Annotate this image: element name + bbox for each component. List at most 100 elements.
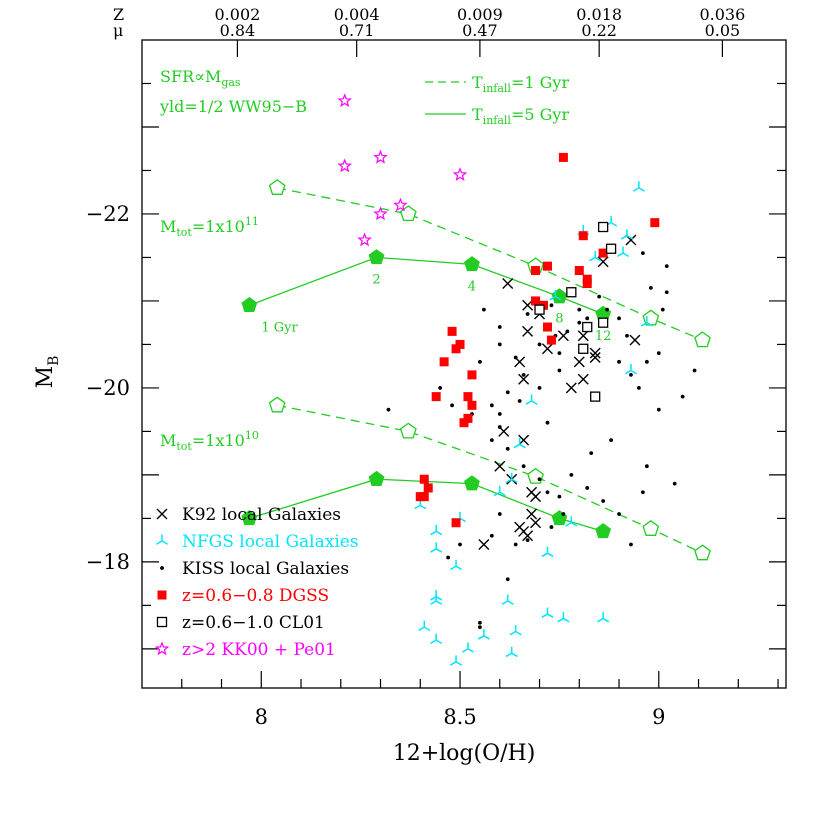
- data-point-dot: [497, 342, 502, 347]
- data-point-dot: [644, 359, 649, 364]
- data-point-dot: [585, 486, 590, 490]
- data-point-cross: [573, 356, 585, 368]
- data-point-tripod: [632, 181, 645, 192]
- text-part: 11: [245, 215, 259, 228]
- text-part: T: [472, 105, 483, 124]
- data-point-filled-square: [531, 265, 541, 275]
- data-point-tripod: [565, 516, 578, 527]
- model-point-dashed: [399, 422, 417, 439]
- data-point-tripod: [505, 646, 518, 658]
- data-point-tripod: [624, 364, 637, 375]
- data-point-dot: [497, 412, 502, 416]
- model-point-solid: [241, 510, 258, 526]
- data-point-cross: [522, 325, 534, 337]
- model-age-label: 12: [595, 329, 612, 344]
- data-point-star: [393, 197, 408, 212]
- mtot11-annotation: Mtot=1x1011: [160, 215, 259, 239]
- data-point-filled-square: [467, 400, 477, 410]
- data-point-dot: [640, 251, 645, 256]
- data-point-cross: [502, 278, 514, 290]
- data-point-tripod: [505, 472, 518, 484]
- legend-label: z=0.6−1.0 CL01: [182, 613, 325, 633]
- plot-frame: [141, 39, 787, 689]
- data-point-tripod: [589, 250, 602, 262]
- top-mu-label: μ: [113, 21, 123, 40]
- data-point-dot: [664, 290, 669, 295]
- x-tick-label: 8: [255, 705, 268, 729]
- data-point-dot: [577, 320, 582, 325]
- data-point-filled-square: [542, 322, 552, 332]
- data-point-cross: [530, 491, 542, 503]
- data-point-dot: [537, 342, 542, 347]
- data-point-dot: [497, 325, 502, 329]
- data-point-dot: [513, 542, 518, 547]
- model-point-solid: [464, 256, 480, 272]
- data-point-dot: [557, 368, 562, 373]
- top-z-value: 0.036: [699, 5, 745, 24]
- data-point-dot: [565, 329, 570, 334]
- data-point-open-square: [582, 321, 593, 333]
- data-point-filled-square: [546, 335, 556, 345]
- sfr-annotation: SFR∝Mgas: [160, 67, 241, 89]
- legend-label: z>2 KK00 + Pe01: [182, 640, 336, 660]
- data-point-dot: [438, 386, 443, 390]
- data-point-star: [373, 149, 388, 164]
- data-point-filled-square: [439, 357, 449, 367]
- data-point-tripod: [541, 607, 554, 618]
- data-point-dot: [585, 316, 590, 321]
- data-point-tripod: [450, 559, 463, 571]
- text-part: =5 Gyr: [511, 105, 569, 124]
- text-part: SFR∝M: [160, 67, 221, 86]
- data-point-dot: [489, 403, 494, 408]
- data-point-dot: [489, 438, 494, 443]
- data-point-dot: [513, 355, 518, 360]
- model-track-dashed: [277, 187, 703, 341]
- text-part: =1x10: [192, 431, 245, 450]
- data-point-star: [452, 167, 468, 182]
- model-point-solid: [551, 288, 568, 304]
- data-point-tripod: [597, 611, 610, 623]
- x-axis-title: 12+log(O/H): [393, 741, 536, 766]
- data-point-filled-square: [558, 152, 568, 162]
- legend-marker-cross: [156, 508, 168, 520]
- y-tick-label: −22: [86, 202, 130, 226]
- model-point-dashed: [268, 179, 286, 195]
- data-point-dot: [648, 285, 653, 290]
- data-point-tripod: [477, 629, 490, 640]
- data-point-dot: [478, 620, 482, 625]
- data-point-cross: [577, 373, 589, 385]
- series-star: [337, 93, 468, 247]
- legend-label: z=0.6−0.8 DGSS: [182, 586, 329, 606]
- data-point-filled-square: [542, 261, 552, 271]
- data-point-cross: [541, 343, 553, 355]
- data-point-dot: [589, 451, 594, 456]
- x-tick-label: 8.5: [443, 705, 476, 729]
- data-point-cross: [494, 460, 506, 472]
- data-point-tripod: [557, 611, 570, 623]
- data-point-dot: [601, 499, 606, 503]
- model-point-dashed: [694, 544, 711, 561]
- model-point-dashed: [399, 205, 417, 222]
- data-point-dot: [617, 316, 621, 321]
- x-tick-label: 9: [652, 705, 665, 729]
- data-point-filled-square: [431, 392, 441, 402]
- model-point-solid: [368, 249, 385, 265]
- data-point-dot: [557, 351, 562, 356]
- model-point-dashed: [527, 467, 544, 484]
- model-age-label: 1 Gyr: [261, 320, 298, 335]
- data-point-dot: [577, 307, 582, 312]
- data-point-dot: [478, 625, 482, 630]
- data-point-dot: [549, 525, 554, 529]
- top-z-label: Z: [113, 5, 124, 24]
- data-point-dot: [561, 512, 566, 516]
- series-filled-square: [415, 152, 660, 528]
- data-point-filled-square: [574, 265, 584, 275]
- data-point-dot: [640, 490, 645, 495]
- data-point-open-square: [566, 287, 577, 298]
- data-points: [337, 93, 697, 666]
- data-point-dot: [672, 481, 677, 486]
- data-point-dot: [517, 399, 522, 403]
